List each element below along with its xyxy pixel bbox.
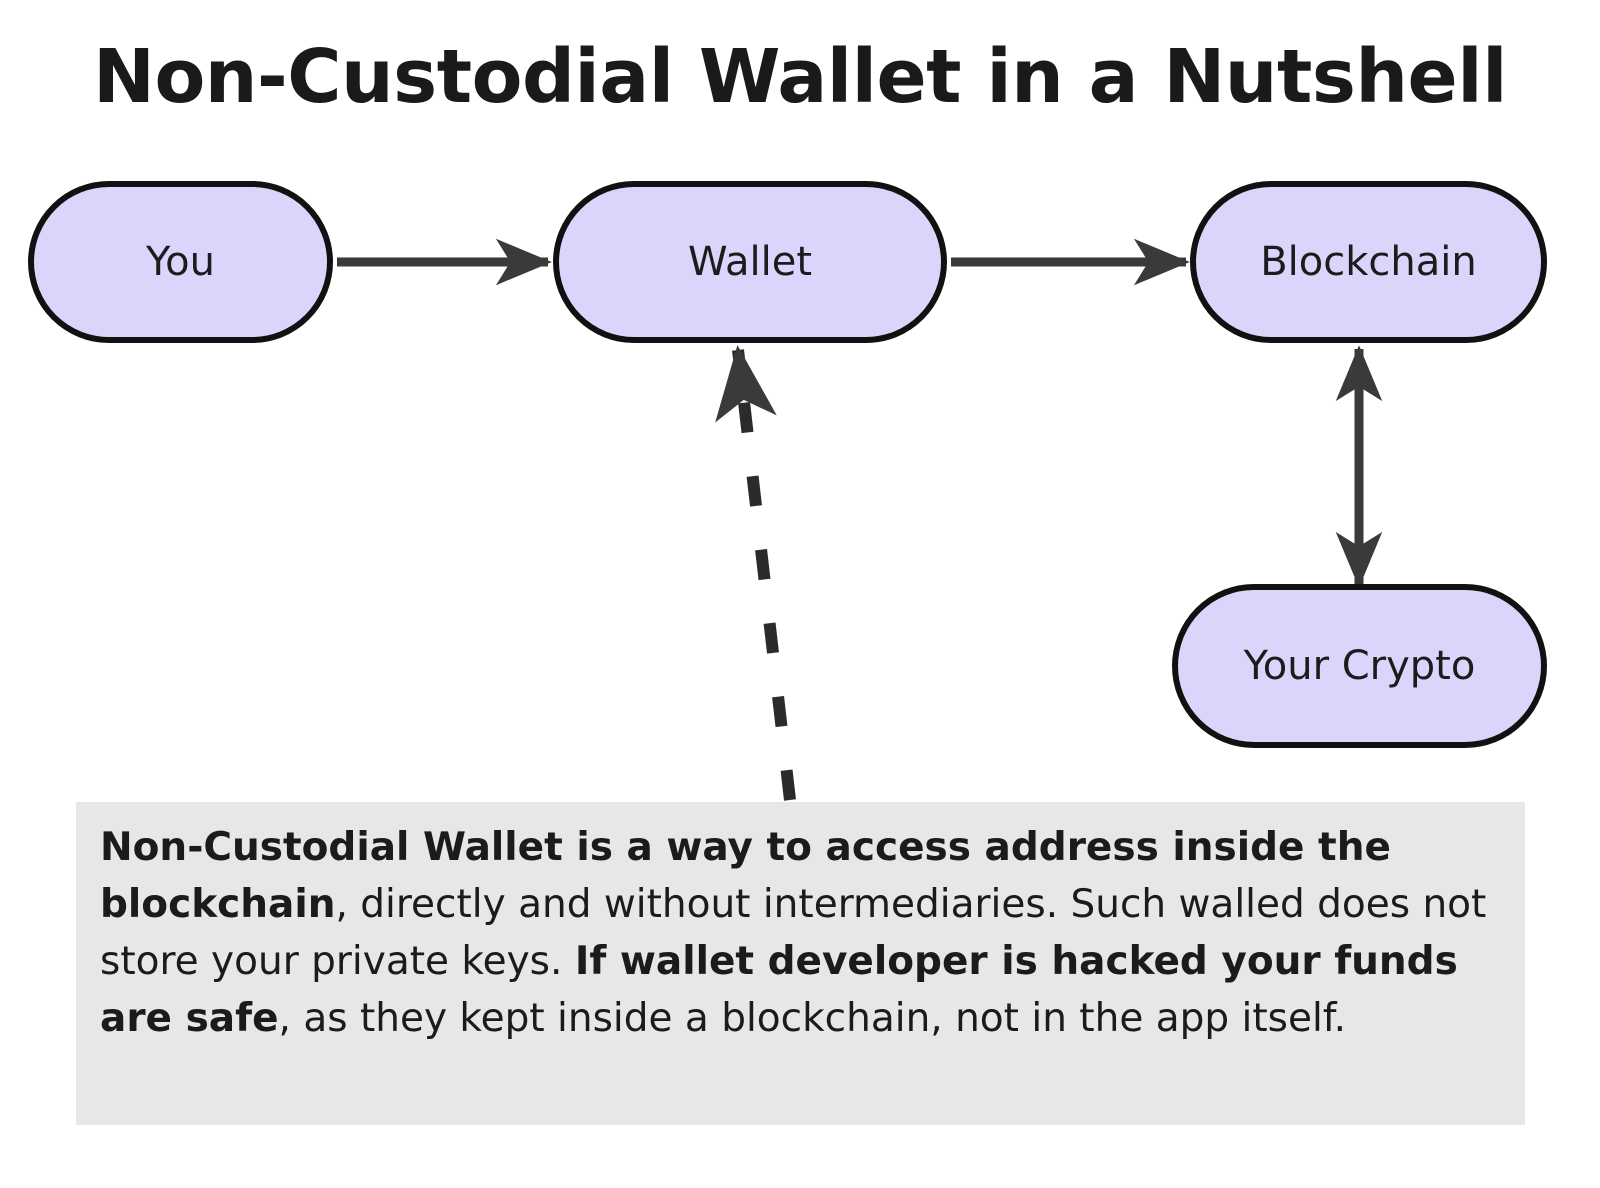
node-wallet[interactable]: Wallet bbox=[553, 181, 947, 343]
page-title: Non-Custodial Wallet in a Nutshell bbox=[93, 34, 1507, 120]
node-you[interactable]: You bbox=[28, 181, 333, 343]
edge-callout-to-wallet-dashed bbox=[715, 345, 796, 801]
node-your-crypto[interactable]: Your Crypto bbox=[1172, 584, 1547, 748]
node-blockchain-label: Blockchain bbox=[1260, 239, 1477, 285]
callout-segment-0: Non-Custodial Wallet is a way to access … bbox=[100, 825, 1391, 927]
callout-segment-3: , as they kept inside a blockchain, not … bbox=[278, 995, 1347, 1041]
callout-segment-2: If wallet developer is hacked your funds… bbox=[100, 938, 1458, 1041]
callout-segment-1: , directly and without intermediaries. S… bbox=[100, 881, 1487, 984]
node-your-crypto-label: Your Crypto bbox=[1243, 643, 1476, 689]
node-wallet-label: Wallet bbox=[687, 239, 813, 285]
description-callout: Non-Custodial Wallet is a way to access … bbox=[76, 802, 1525, 1125]
node-you-label: You bbox=[146, 239, 215, 285]
node-blockchain[interactable]: Blockchain bbox=[1190, 181, 1547, 343]
